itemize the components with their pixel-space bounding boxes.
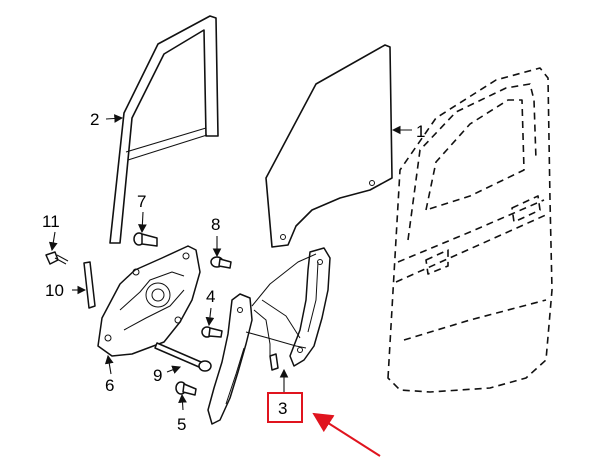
- highlight-arrow: [312, 412, 381, 457]
- callout-11: 11: [42, 212, 60, 231]
- highlight-box: [267, 392, 303, 423]
- callout-8: 8: [211, 215, 220, 234]
- part-11-bolt: [45, 251, 69, 265]
- part-4-bolt: [201, 326, 223, 338]
- callout-5: 5: [177, 415, 186, 434]
- callout-labels: 1 2 3 4 5 6 7 8 9 10 11: [42, 110, 425, 434]
- door-shell-outline: [387, 67, 553, 393]
- part-10-strip: [83, 261, 96, 309]
- part-9-screw: [154, 342, 212, 372]
- part-2-glass-channel: [109, 15, 219, 244]
- part-5-bolt: [175, 381, 197, 396]
- part-6-regulator-motor: [97, 245, 201, 357]
- part-8-bolt: [210, 256, 232, 269]
- callout-9: 9: [153, 366, 162, 385]
- part-3-window-regulator: [207, 247, 331, 425]
- callout-6: 6: [105, 376, 114, 395]
- callout-7: 7: [137, 192, 146, 211]
- part-1-window-glass: [265, 44, 393, 248]
- leader-lines: [48, 114, 412, 411]
- callout-2: 2: [90, 110, 99, 129]
- callout-3: 3: [278, 399, 287, 418]
- highlight-callout-3: [267, 392, 381, 457]
- callout-10: 10: [45, 281, 64, 300]
- callout-4: 4: [206, 287, 215, 306]
- callout-1: 1: [416, 122, 425, 141]
- part-7-bolt: [133, 232, 158, 247]
